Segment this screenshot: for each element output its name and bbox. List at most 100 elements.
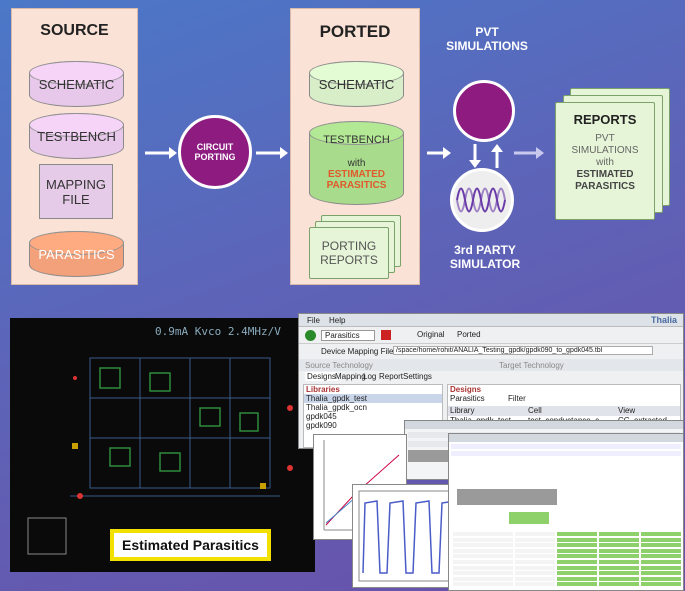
- tab-mapping[interactable]: Mapping: [335, 372, 366, 381]
- ported-title: PORTED: [319, 22, 391, 41]
- arrow-pvt-simulator: [469, 144, 481, 168]
- reports-title: REPORTS: [573, 112, 637, 127]
- filter-label: Filter: [508, 394, 526, 403]
- ported-testbench-label: TESTBENCH: [323, 133, 390, 146]
- table-cell: [557, 571, 597, 576]
- table-cell: [557, 560, 597, 564]
- stop-icon[interactable]: [381, 330, 391, 340]
- table-cell: [453, 554, 513, 559]
- tab-report[interactable]: Report: [379, 372, 404, 381]
- table-row: [453, 571, 681, 576]
- table-row: [453, 565, 681, 571]
- pvt-label: PVT SIMULATIONS: [446, 25, 528, 53]
- arrow-simulator-pvt: [491, 144, 503, 168]
- table-cell: [453, 571, 513, 576]
- table-row: [453, 537, 681, 543]
- table-row: [453, 560, 681, 565]
- ported-radio[interactable]: Ported: [457, 330, 481, 339]
- table-cell: [641, 548, 681, 553]
- ported-testbench-estimated: ESTIMATED PARASITICS: [326, 168, 387, 191]
- table-row: [453, 532, 681, 537]
- menu-file[interactable]: File: [307, 316, 320, 325]
- table-cell: [599, 537, 639, 542]
- table-cell: [515, 565, 555, 570]
- library-item[interactable]: gpdk045: [306, 412, 337, 421]
- ported-schematic: SCHEMATIC: [309, 61, 404, 107]
- table-cell: [599, 554, 639, 559]
- results-table-window: [448, 433, 684, 591]
- table-cell: [641, 532, 681, 536]
- tab-log[interactable]: Log: [363, 372, 377, 381]
- table-cell: [641, 543, 681, 548]
- table-cell: [453, 548, 513, 553]
- simulator-label: 3rd PARTY SIMULATOR: [430, 243, 540, 271]
- library-item[interactable]: gpdk090: [306, 421, 337, 430]
- table-cell: [599, 560, 639, 564]
- table-cell: [515, 582, 555, 587]
- table-cell: [599, 543, 639, 548]
- table-cell: [599, 571, 639, 576]
- play-icon[interactable]: [305, 330, 316, 341]
- source-parasitics: PARASITICS: [29, 231, 124, 277]
- porting-reports-label: PORTING REPORTS: [320, 239, 378, 267]
- table-cell: [515, 532, 555, 536]
- table-cell: [641, 560, 681, 564]
- tab-designs[interactable]: Designs: [305, 372, 338, 381]
- arrow-source-porting: [145, 147, 177, 159]
- arrow-porting-ported: [256, 147, 288, 159]
- waveform-plot: [358, 490, 460, 582]
- original-radio[interactable]: Original: [417, 330, 445, 339]
- thalia-brand: Thalia: [650, 315, 677, 325]
- simulator-node: [450, 168, 514, 232]
- schematic-view: 0.9mA Kvco 2.4MHz/V Estimated Parasitics: [10, 318, 315, 572]
- table-cell: [557, 565, 597, 570]
- pvt-node: [453, 80, 515, 142]
- table-cell: [453, 576, 513, 581]
- mapping-label: Device Mapping File: [321, 347, 394, 356]
- mapping-path[interactable]: /space/home/rohit/ANALIA_Testing_gpdk/gp…: [393, 346, 653, 355]
- table-row: [453, 543, 681, 548]
- estimated-parasitics-badge: Estimated Parasitics: [110, 529, 271, 561]
- ported-testbench-with: with: [347, 157, 366, 169]
- libraries-label: Libraries: [306, 385, 340, 394]
- source-panel: SOURCE SCHEMATIC TESTBENCH MAPPING FILE …: [11, 8, 138, 285]
- toolbar: Parasitics Original Ported: [299, 327, 683, 344]
- library-item[interactable]: Thalia_gpdk_ocn: [306, 403, 367, 412]
- table-cell: [641, 576, 681, 581]
- reports-line3: ESTIMATED PARASITICS: [575, 169, 635, 192]
- table-cell: [599, 582, 639, 587]
- col-cell: Cell: [528, 406, 542, 415]
- table-cell: [599, 565, 639, 570]
- table-cell: [453, 560, 513, 564]
- source-item-label: SCHEMATIC: [38, 76, 115, 92]
- arrow-pvt-reports: [514, 147, 544, 159]
- table-cell: [641, 571, 681, 576]
- menu-bar: File Help Thalia: [299, 314, 683, 327]
- col-library: Library: [450, 406, 475, 415]
- source-item-label: PARASITICS: [38, 246, 115, 262]
- table-cell: [557, 554, 597, 559]
- library-item[interactable]: Thalia_gpdk_test: [304, 394, 442, 403]
- source-schematic: SCHEMATIC: [29, 61, 124, 107]
- tab-settings[interactable]: Settings: [403, 372, 432, 381]
- table-cell: [515, 543, 555, 548]
- menu-help[interactable]: Help: [329, 316, 346, 325]
- table-cell: [641, 565, 681, 570]
- porting-reports-doc: PORTING REPORTS: [309, 227, 389, 279]
- table-row: [453, 576, 681, 582]
- table-cell: [453, 565, 513, 570]
- ported-testbench: TESTBENCH with ESTIMATED PARASITICS: [309, 121, 404, 205]
- table-cell: [557, 582, 597, 587]
- designs-label: Designs: [450, 385, 482, 394]
- table-cell: [599, 576, 639, 581]
- table-cell: [515, 571, 555, 576]
- table-row: [453, 548, 681, 554]
- mapping-row: Device Mapping File /space/home/rohit/AN…: [299, 344, 683, 359]
- tab-bar: Designs Mapping Log Report Settings: [299, 371, 683, 383]
- table-cell: [453, 532, 513, 536]
- table-cell: [515, 560, 555, 564]
- ported-panel: PORTED SCHEMATIC TESTBENCH with ESTIMATE…: [290, 8, 420, 285]
- table-cell: [641, 537, 681, 542]
- tech-row: Source Technology Target Technology: [299, 359, 683, 371]
- mode-select[interactable]: Parasitics: [321, 330, 375, 341]
